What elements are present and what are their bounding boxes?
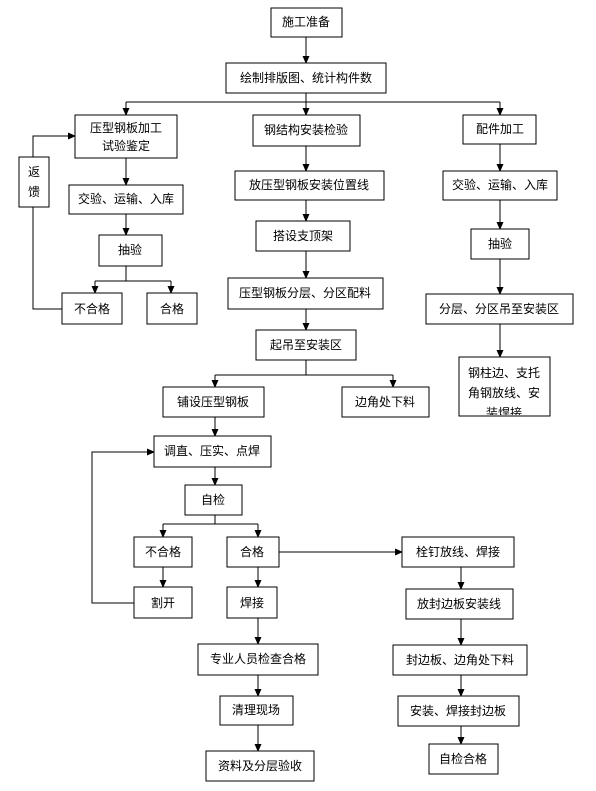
node-hoist-right-label: 分层、分区吊至安装区: [439, 301, 559, 316]
node-corner-cut: 边角处下料: [341, 386, 430, 418]
node-edge-corner-label: 封边板、边角处下料: [406, 653, 514, 667]
node-hoist-right: 分层、分区吊至安装区: [425, 293, 574, 325]
node-deck-test: 压型钢板加工 试验鉴定: [74, 114, 178, 159]
node-deliver-right-label: 交验、运输、入库: [452, 177, 548, 192]
node-prep: 施工准备: [270, 7, 343, 38]
node-self-pass: 自检合格: [428, 743, 499, 775]
node-sample-right-label: 抽验: [488, 236, 512, 251]
node-hoist-mid-label: 起吊至安装区: [270, 337, 342, 352]
node-pass-mid-label: 合格: [240, 544, 264, 559]
node-drawing: 绘制排版图、统计构件数: [225, 62, 387, 94]
node-lay-deck: 铺设压型钢板: [162, 386, 265, 418]
node-acceptance-label: 资料及分层验收: [218, 758, 302, 773]
node-steel-check: 钢结构安装检验: [252, 114, 361, 147]
edge-drawing-branches: [126, 93, 500, 103]
node-feedback: 返 馈: [18, 156, 50, 208]
node-pass-left-label: 合格: [160, 301, 184, 316]
node-self-check: 自检: [184, 484, 243, 516]
edge-self-check-split: [163, 515, 258, 525]
node-clean: 清理现场: [219, 695, 294, 726]
node-cut-open-label: 割开: [151, 595, 175, 610]
node-column-label-1: 钢柱边、支托: [468, 365, 540, 380]
node-feedback-label-2: 馈: [28, 185, 40, 199]
node-pro-check: 专业人员检查合格: [197, 643, 319, 676]
node-layout-line: 放压型钢板安装位置线: [234, 170, 385, 201]
node-weld-label: 焊接: [240, 595, 264, 610]
edge-cut-loop: [91, 448, 155, 604]
node-fail-left-label: 不合格: [74, 301, 110, 316]
edge-sample-split: [95, 266, 171, 282]
node-zoning-label: 压型钢板分层、分区配料: [239, 286, 371, 300]
edge-feedback-loop: [32, 132, 76, 310]
node-edge-line-label: 放封边板安装线: [417, 596, 501, 611]
node-fail-left: 不合格: [61, 292, 123, 325]
edge-hoist-split: [215, 360, 393, 376]
node-cut-open: 割开: [133, 586, 193, 619]
node-deck-test-label-2: 试验鉴定: [102, 138, 150, 153]
node-support-label: 搭设支顶架: [273, 229, 333, 243]
node-lay-deck-label: 铺设压型钢板: [177, 395, 249, 409]
node-install-edge: 安装、焊接封边板: [397, 695, 520, 727]
node-weld: 焊接: [226, 586, 278, 619]
node-feedback-label-1: 返: [28, 165, 40, 179]
node-self-check-label: 自检: [201, 492, 225, 507]
node-pass-mid: 合格: [226, 536, 280, 568]
node-deliver-right: 交验、运输、入库: [442, 170, 558, 201]
node-column: 钢柱边、支托 角钢放线、安 装焊接: [458, 356, 551, 420]
node-deliver-left: 交验、运输、入库: [68, 184, 184, 215]
node-zoning: 压型钢板分层、分区配料: [227, 277, 384, 310]
node-acceptance: 资料及分层验收: [205, 750, 315, 782]
node-drawing-label: 绘制排版图、统计构件数: [240, 70, 372, 85]
node-fail-mid-label: 不合格: [145, 544, 181, 559]
node-deck-test-label-1: 压型钢板加工: [90, 121, 162, 135]
node-parts: 配件加工: [462, 114, 537, 145]
node-parts-label: 配件加工: [476, 122, 524, 136]
node-stud: 栓钉放线、焊接: [401, 536, 515, 568]
node-stud-label: 栓钉放线、焊接: [416, 544, 500, 559]
node-support: 搭设支顶架: [255, 220, 351, 252]
node-corner-cut-label: 边角处下料: [355, 395, 415, 409]
node-adjust-label: 调直、压实、点焊: [164, 443, 260, 458]
node-edge-line: 放封边板安装线: [405, 588, 514, 620]
node-adjust: 调直、压实、点焊: [153, 435, 272, 468]
node-pass-left: 合格: [146, 292, 198, 325]
node-sample-right: 抽验: [470, 228, 530, 260]
node-prep-label: 施工准备: [282, 15, 330, 29]
node-edge-corner: 封边板、边角处下料: [392, 644, 528, 676]
node-fail-mid: 不合格: [133, 536, 193, 568]
node-self-pass-label: 自检合格: [439, 751, 487, 766]
flow-edges: [32, 37, 504, 752]
node-column-label-2: 角钢放线、安: [468, 385, 540, 400]
node-column-label-3: 装焊接: [486, 405, 522, 420]
node-steel-check-label: 钢结构安装检验: [264, 122, 348, 137]
node-layout-line-label: 放压型钢板安装位置线: [249, 177, 369, 192]
node-sample-left-label: 抽验: [118, 242, 142, 257]
node-sample-left: 抽验: [98, 234, 163, 267]
node-pro-check-label: 专业人员检查合格: [210, 651, 306, 666]
node-clean-label: 清理现场: [232, 703, 280, 717]
node-hoist-mid: 起吊至安装区: [255, 329, 357, 361]
node-install-edge-label: 安装、焊接封边板: [410, 703, 506, 718]
node-deliver-left-label: 交验、运输、入库: [78, 191, 174, 206]
